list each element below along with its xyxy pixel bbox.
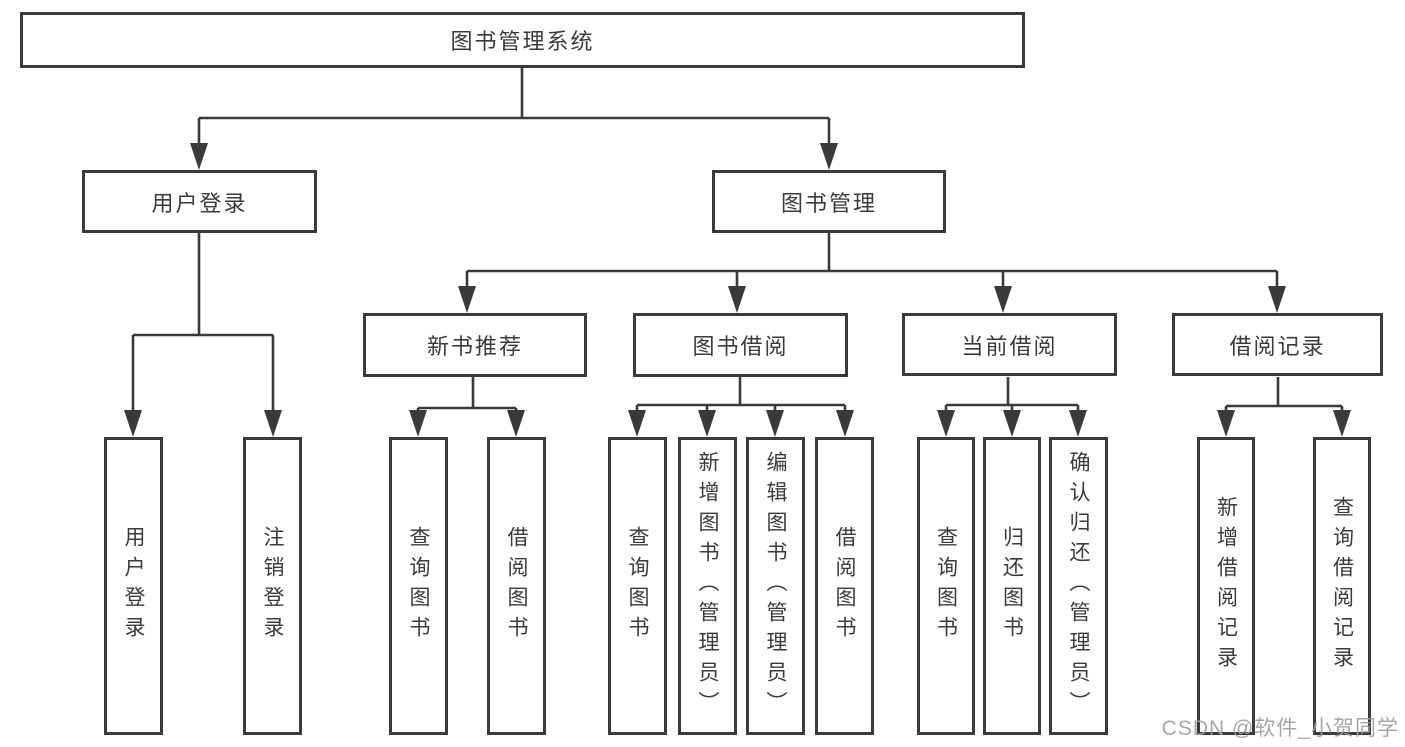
leaf-user-login: 用户登录 <box>104 437 163 735</box>
arrowhead <box>1268 286 1286 313</box>
arrowhead <box>1333 410 1351 437</box>
arrowheads-new-book <box>409 410 525 437</box>
arrowhead <box>937 410 955 437</box>
arrowhead <box>1069 410 1087 437</box>
arrowheads-user-login <box>124 410 282 437</box>
csdn-watermark: CSDN @软件_小贺同学 <box>1161 717 1399 740</box>
connector-borrow-records-group <box>1224 377 1344 417</box>
arrowhead <box>1003 410 1021 437</box>
arrowhead <box>820 143 838 170</box>
arrowhead <box>409 410 427 437</box>
node-book-management: 图书管理 <box>712 170 946 233</box>
arrowhead <box>1217 410 1235 437</box>
leaf-query-borrow-record: 查询借阅记录 <box>1313 437 1371 735</box>
connector-new-book-group <box>416 377 518 417</box>
arrowheads-book-borrow <box>628 410 854 437</box>
leaf-edit-book-admin: 编辑图书（管理员） <box>746 437 805 735</box>
leaf-borrow-books-recommend: 借阅图书 <box>487 437 546 735</box>
arrowheads-current-borrow <box>937 410 1087 437</box>
connector-user-login-group <box>131 233 275 417</box>
leaf-confirm-return-admin: 确认归还（管理员） <box>1049 437 1108 735</box>
arrowhead <box>124 410 142 437</box>
arrowheads-level3 <box>458 286 1286 313</box>
arrowhead <box>836 410 854 437</box>
arrowheads-borrow-records <box>1217 410 1351 437</box>
node-borrowing-records: 借阅记录 <box>1172 313 1383 376</box>
arrowhead <box>458 286 476 313</box>
node-library-management-system: 图书管理系统 <box>20 12 1025 68</box>
arrowhead <box>264 410 282 437</box>
arrowhead <box>698 410 716 437</box>
leaf-query-books-recommend: 查询图书 <box>389 437 448 735</box>
arrowhead <box>628 410 646 437</box>
connector-book-borrow-group <box>635 377 847 417</box>
connector-root-to-level2 <box>197 68 831 150</box>
leaf-return-books: 归还图书 <box>983 437 1041 735</box>
node-user-login-group: 用户登录 <box>82 170 317 233</box>
node-book-borrowing: 图书借阅 <box>633 313 848 377</box>
leaf-query-books-current: 查询图书 <box>917 437 975 735</box>
node-current-borrowing: 当前借阅 <box>902 313 1117 376</box>
leaf-query-books-borrow: 查询图书 <box>608 437 667 735</box>
leaf-add-book-admin: 新增图书（管理员） <box>678 437 737 735</box>
leaf-add-borrow-record: 新增借阅记录 <box>1197 437 1255 735</box>
connector-book-management-group <box>465 233 1279 292</box>
arrowhead <box>190 143 208 170</box>
leaf-borrow-books: 借阅图书 <box>815 437 874 735</box>
arrowhead <box>507 410 525 437</box>
arrowhead <box>766 410 784 437</box>
arrowhead <box>994 286 1012 313</box>
arrowheads-level2 <box>190 143 838 170</box>
node-new-book-recommend: 新书推荐 <box>363 313 587 377</box>
leaf-logout: 注销登录 <box>243 437 302 735</box>
arrowhead <box>728 286 746 313</box>
